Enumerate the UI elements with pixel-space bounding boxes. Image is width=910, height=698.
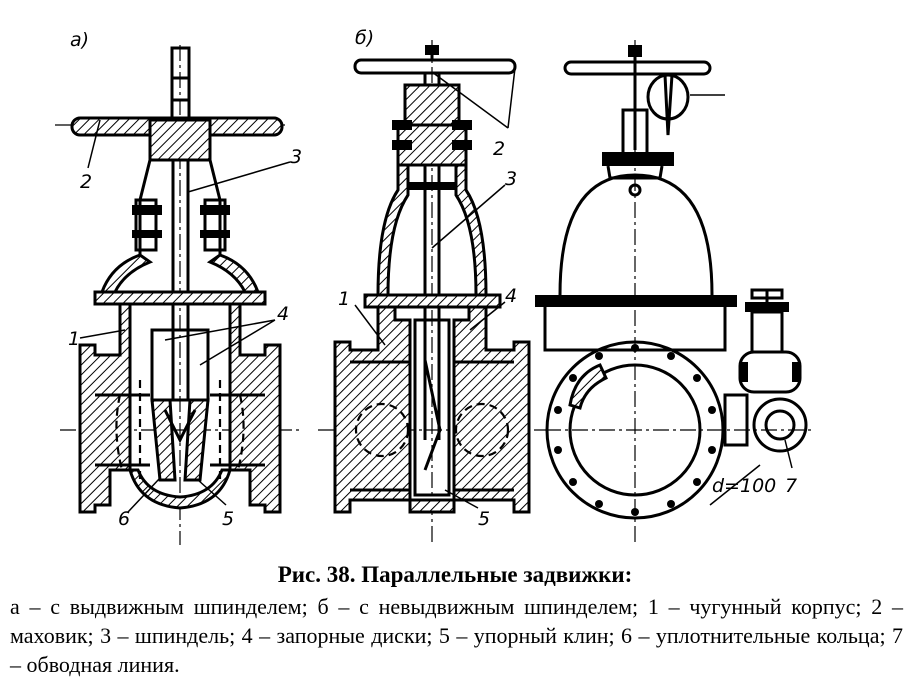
valve-b-external-view: d=100 7 bbox=[535, 40, 815, 545]
callout-a-4: 4 bbox=[277, 303, 289, 325]
gate-valve-drawing: а) 1 2 3 4 5 6 bbox=[55, 27, 815, 545]
callout-b-4: 4 bbox=[505, 285, 517, 307]
caption-title: Рис. 38. Параллельные задвижки: bbox=[277, 562, 633, 587]
callout-b-7: 7 bbox=[785, 475, 797, 497]
variant-a-label: а) bbox=[70, 29, 89, 51]
bypass-dimension: d=100 bbox=[712, 475, 776, 497]
callout-a-5: 5 bbox=[222, 508, 234, 530]
callout-b-2: 2 bbox=[493, 138, 505, 160]
caption-text: а – с выдвижным шпинделем; б – с невыдви… bbox=[10, 594, 903, 677]
callout-a-6: 6 bbox=[118, 508, 130, 530]
flange-bolts bbox=[554, 344, 716, 516]
callout-a-3: 3 bbox=[290, 146, 302, 168]
callout-b-3: 3 bbox=[505, 168, 517, 190]
valve-a-drawing: а) 1 2 3 4 5 6 bbox=[55, 29, 302, 545]
callout-b-1: 1 bbox=[338, 288, 350, 310]
callout-a-2: 2 bbox=[80, 171, 92, 193]
callout-b-5: 5 bbox=[478, 508, 490, 530]
valve-b-drawing: б) 1 2 3 4 5 bbox=[318, 27, 545, 545]
callout-a-1: 1 bbox=[68, 328, 80, 350]
variant-b-label: б) bbox=[355, 27, 374, 49]
